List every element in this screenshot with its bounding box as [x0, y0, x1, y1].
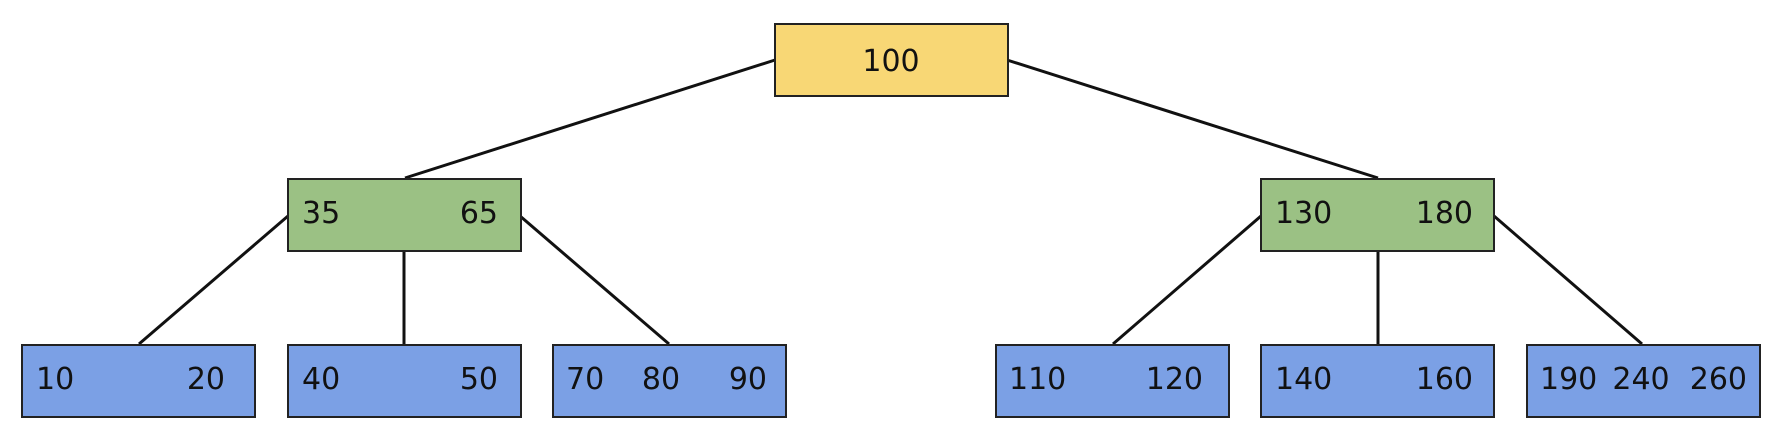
- root-node: 100: [774, 23, 1009, 97]
- leaf-node-6-box: [1526, 344, 1761, 418]
- leaf-node-2: 40 50: [287, 344, 522, 418]
- internal-node-right: 130 180: [1260, 178, 1495, 252]
- leaf-2-key-2: 50: [460, 362, 498, 397]
- leaf-node-3: 70 80 90: [552, 344, 787, 418]
- leaf-node-6: 190 240 260: [1526, 344, 1761, 418]
- leaf-5-key-1: 140: [1275, 362, 1332, 397]
- leaf-3-key-3: 90: [729, 362, 767, 397]
- internal-left-key-2: 65: [460, 196, 498, 231]
- internal-right-key-1: 130: [1275, 196, 1332, 231]
- root-key: 100: [862, 44, 919, 79]
- edge-left-leaf1: [138, 214, 289, 346]
- leaf-1-key-2: 20: [187, 362, 225, 397]
- edge-left-leaf3: [519, 214, 670, 346]
- leaf-3-key-2: 80: [642, 362, 680, 397]
- edge-root-left: [404, 58, 776, 180]
- leaf-3-key-1: 70: [566, 362, 604, 397]
- leaf-4-key-2: 120: [1146, 362, 1203, 397]
- edge-root-right: [1006, 58, 1379, 180]
- leaf-node-4-box: [995, 344, 1230, 418]
- internal-node-left: 35 65: [287, 178, 522, 252]
- leaf-node-1: 10 20: [21, 344, 256, 418]
- leaf-node-2-box: [287, 344, 522, 418]
- internal-left-key-1: 35: [302, 196, 340, 231]
- internal-node-right-box: [1260, 178, 1495, 252]
- leaf-6-key-1: 190: [1540, 362, 1597, 397]
- internal-right-key-2: 180: [1416, 196, 1473, 231]
- leaf-node-4: 110 120: [995, 344, 1230, 418]
- leaf-6-key-2: 240: [1612, 362, 1669, 397]
- leaf-6-key-3: 260: [1690, 362, 1747, 397]
- edges: [138, 58, 1643, 346]
- leaf-2-key-1: 40: [302, 362, 340, 397]
- edge-right-leaf6: [1493, 214, 1643, 346]
- edge-right-leaf4: [1112, 214, 1262, 346]
- leaf-node-1-box: [21, 344, 256, 418]
- leaf-1-key-1: 10: [36, 362, 74, 397]
- leaf-node-3-box: [552, 344, 787, 418]
- leaf-node-5-box: [1260, 344, 1495, 418]
- root-node-box: [774, 23, 1009, 97]
- leaf-4-key-1: 110: [1009, 362, 1066, 397]
- internal-node-left-box: [287, 178, 522, 252]
- leaf-node-5: 140 160: [1260, 344, 1495, 418]
- leaf-5-key-2: 160: [1416, 362, 1473, 397]
